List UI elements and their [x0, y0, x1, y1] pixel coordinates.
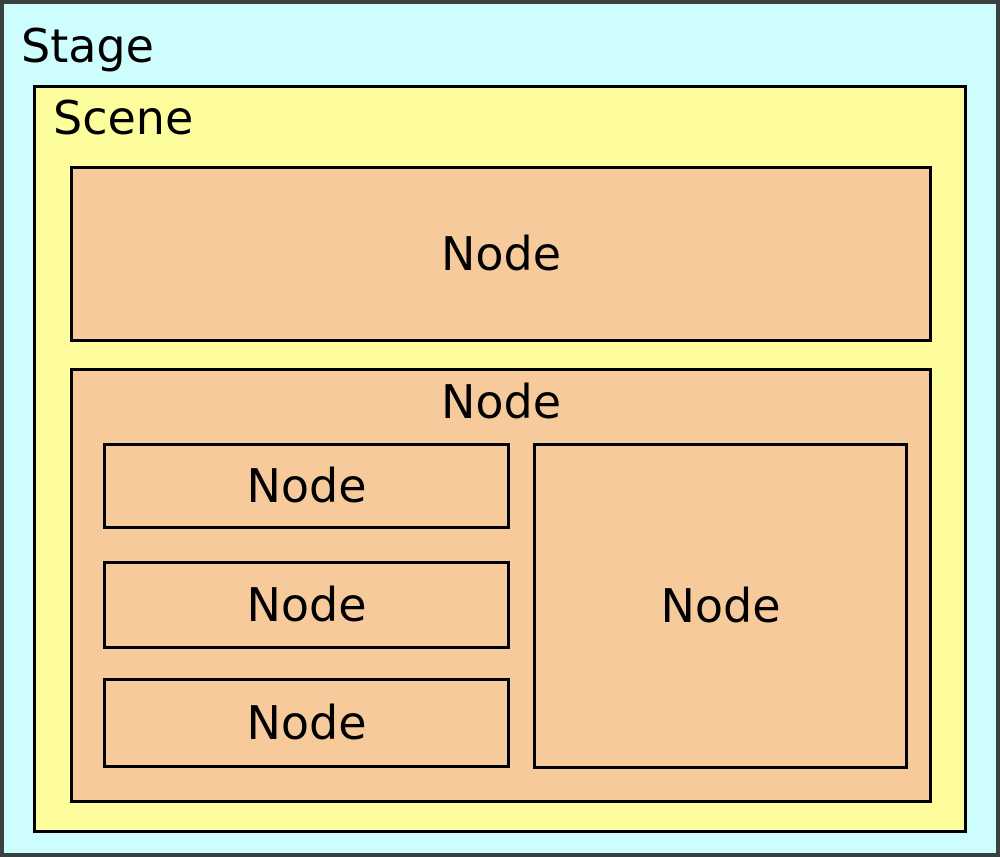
node-child-2-label: Node	[246, 578, 367, 632]
node-child-3-label: Node	[246, 696, 367, 750]
scene-label: Scene	[53, 91, 194, 145]
node-child-big-box: Node	[533, 443, 908, 769]
stage-label: Stage	[21, 19, 154, 73]
node-child-2-box: Node	[103, 561, 510, 649]
node-child-1-label: Node	[246, 459, 367, 513]
node-root-label: Node	[440, 227, 562, 281]
node-group-box: Node Node Node Node Node	[70, 368, 932, 803]
node-group-label: Node	[440, 375, 562, 429]
node-root-box: Node	[70, 166, 932, 342]
node-child-1-box: Node	[103, 443, 510, 529]
scene-box: Scene Node Node Node Node Node Node	[33, 85, 967, 833]
node-child-big-label: Node	[660, 579, 781, 633]
node-child-3-box: Node	[103, 678, 510, 768]
